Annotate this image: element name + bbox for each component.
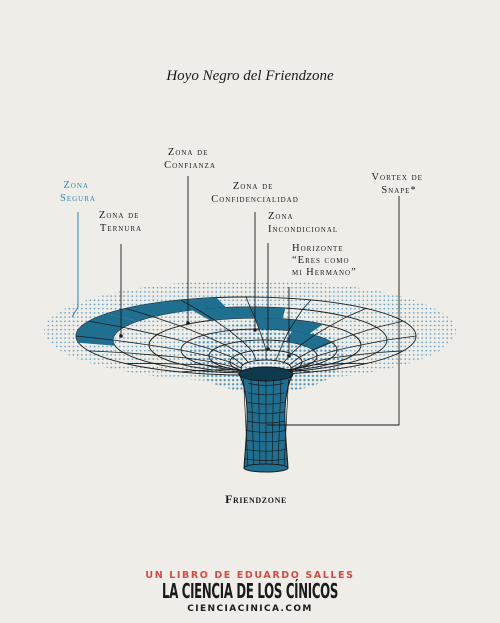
label-zona-confianza: Zona de Confianza: [164, 147, 216, 171]
label-vortex-snape: Vortex de Snape*: [371, 172, 426, 196]
brand-subtitle: UN LIBRO DE EDUARDO SALLES: [145, 570, 354, 581]
leader-vortex: [267, 196, 400, 426]
tube-bottom: [243, 463, 289, 473]
tube-grid-v: [250, 378, 255, 469]
funnel-radial: [125, 362, 249, 375]
leader-dots: [119, 321, 291, 358]
tube-mouth: [238, 366, 294, 382]
leader-lines: [120, 176, 400, 426]
label-zona-segura: Zona Segura: [60, 180, 96, 204]
tube-grid-v: [283, 378, 289, 469]
tube-grid-v: [271, 378, 274, 469]
funnel-radial: [288, 320, 404, 366]
spiral-segment: [192, 307, 286, 321]
friendzone-tube: [238, 366, 294, 473]
brand-url: CIENCIACINICA.COM: [187, 604, 313, 614]
tube-grid-v: [243, 378, 249, 469]
funnel-radial: [75, 335, 242, 369]
funnel-radial: [283, 308, 367, 363]
tube-grid-v: [258, 378, 261, 469]
funnel-radial: [88, 350, 244, 372]
spiral-segment: [285, 331, 333, 351]
leader-zona-segura: [71, 212, 79, 318]
label-zona-ternura: Zona de Ternura: [99, 210, 143, 234]
tube-grid-v: [277, 378, 282, 469]
brand-title: LA CIENCIA DE LOS CÍNICOS: [162, 579, 338, 603]
funnel-radial: [88, 320, 244, 366]
diagram-title: Hoyo Negro del Friendzone: [165, 68, 334, 84]
funnel-radial: [290, 335, 417, 369]
funnel-radial: [125, 308, 249, 363]
label-zona-confidencialidad: Zona de Confidencialidad: [211, 181, 299, 205]
label-zona-incondicional: Zona Incondicional: [268, 211, 338, 235]
label-horizonte: Horizonte “Eres como mi Hermano”: [292, 243, 357, 278]
friendzone-label: Friendzone: [225, 492, 287, 506]
funnel-radial: [288, 350, 404, 372]
funnel-radial: [180, 299, 257, 361]
funnel-radial: [283, 362, 367, 375]
funnel-radial: [245, 296, 267, 360]
spiral-segment: [106, 297, 227, 322]
